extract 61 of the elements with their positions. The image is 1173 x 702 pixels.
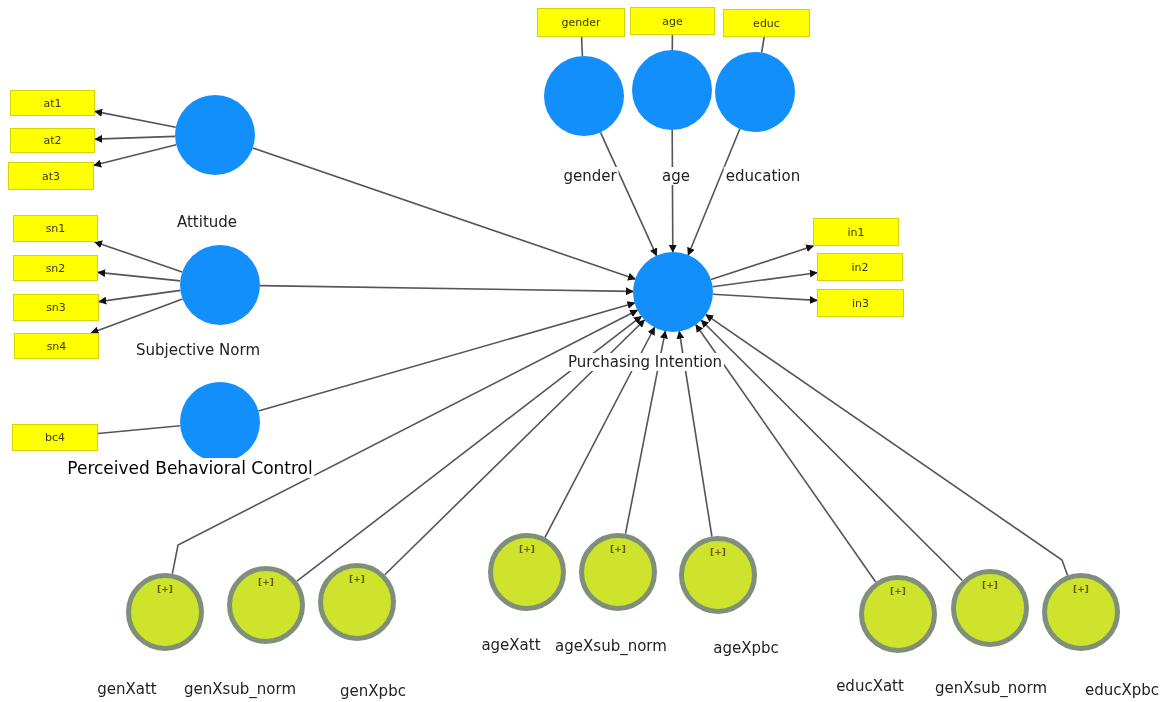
arrow [98,289,182,305]
variable-label: Subjective Norm [134,341,262,359]
arrow [259,284,634,296]
arrow [695,324,877,583]
arrow [93,143,177,168]
expand-marker: [+] [1073,584,1089,594]
variable-label: gender [561,167,619,185]
indicator-box: in2 [817,253,903,281]
connector-line [97,424,181,435]
indicator-box: sn3 [13,294,99,321]
variable-label: genXpbc [338,682,408,700]
arrow [676,330,713,538]
arrow [711,269,818,288]
arrow [94,240,183,273]
expand-marker: [+] [157,584,173,594]
variable-label: ageXsub_norm [553,637,669,655]
arrow [710,244,815,281]
arrow [252,147,636,281]
arrow [296,315,643,582]
indicator-box: gender [537,8,625,37]
variable-label: age [660,167,692,185]
indicator-box: at2 [10,128,95,153]
arrow [94,108,177,129]
arrow [90,298,184,335]
indicator-box: bc4 [12,424,98,451]
expand-marker: [+] [710,547,726,557]
connector-line [760,36,765,54]
variable-label: genXatt [95,680,159,698]
indicator-box: educ [723,9,810,37]
indicator-box: age [630,7,715,35]
variable-label: ageXatt [479,636,543,654]
indicator-box: at1 [10,90,95,116]
indicator-box: in3 [817,289,904,317]
expand-marker: [+] [349,574,365,584]
expand-marker: [+] [610,544,626,554]
indicator-box: sn2 [13,255,98,281]
arrow [599,131,658,257]
arrow [171,309,639,575]
arrow [712,293,818,304]
arrow [687,128,741,256]
arrow [668,129,677,253]
arrow [700,319,964,582]
indicator-box: in1 [813,218,899,246]
indicator-box: sn4 [14,333,99,359]
arrow [257,301,636,412]
arrow [624,330,668,535]
expand-marker: [+] [982,580,998,590]
expand-marker: [+] [519,544,535,554]
arrow [705,313,1069,577]
indicator-box: at3 [8,162,94,190]
indicator-box: sn1 [13,215,98,242]
arrow [94,134,176,143]
arrow [384,319,646,576]
arrow [544,326,656,539]
variable-label: ageXpbc [711,639,781,657]
arrow [97,269,181,282]
variable-label: educXpbc [1082,681,1162,699]
connector-line [580,36,584,57]
expand-marker: [+] [890,586,906,596]
variable-label: Perceived Behavioral Control [65,458,315,478]
expand-marker: [+] [258,577,274,587]
